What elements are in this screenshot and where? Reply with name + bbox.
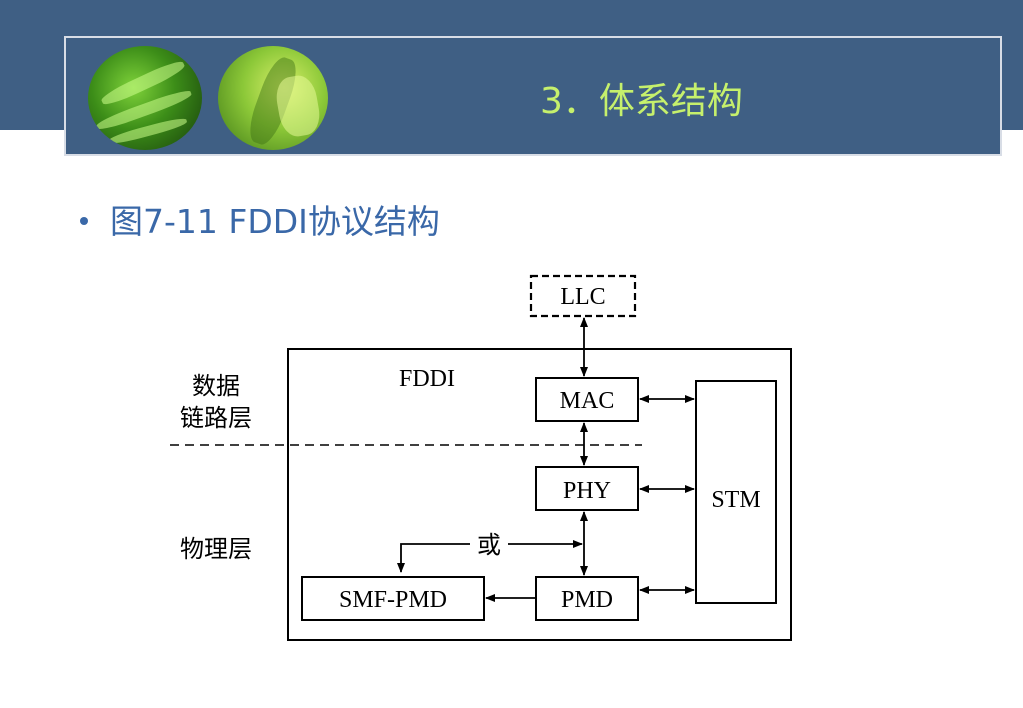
mac-box	[535, 377, 639, 422]
layer-label-data-link-2: 链路层	[180, 404, 252, 432]
mac-label: MAC	[560, 388, 615, 414]
llc-box	[529, 274, 637, 318]
llc-label: LLC	[560, 284, 605, 310]
fddi-outer-box	[287, 348, 792, 641]
smf-pmd-label: SMF-PMD	[339, 587, 447, 613]
phy-box	[535, 466, 639, 511]
leaf-photo-right	[218, 46, 328, 150]
or-label: 或	[477, 531, 501, 559]
bullet-dot	[80, 216, 88, 225]
smf-pmd-box	[301, 576, 485, 621]
slide-title: 3．体系结构	[540, 81, 743, 122]
leaf-photo-left	[88, 46, 202, 150]
layer-label-physical: 物理层	[180, 535, 252, 563]
bullet-item: 图7-11 FDDI协议结构	[80, 195, 440, 243]
stm-label: STM	[711, 487, 760, 513]
pmd-box	[535, 576, 639, 621]
stm-box	[695, 380, 777, 604]
bullet-text: 图7-11 FDDI协议结构	[110, 202, 440, 241]
fddi-label: FDDI	[399, 366, 455, 392]
phy-label: PHY	[563, 478, 611, 504]
or-path-left	[397, 543, 470, 573]
layer-label-data-link-1: 数据	[192, 372, 240, 400]
pmd-label: PMD	[561, 587, 613, 613]
